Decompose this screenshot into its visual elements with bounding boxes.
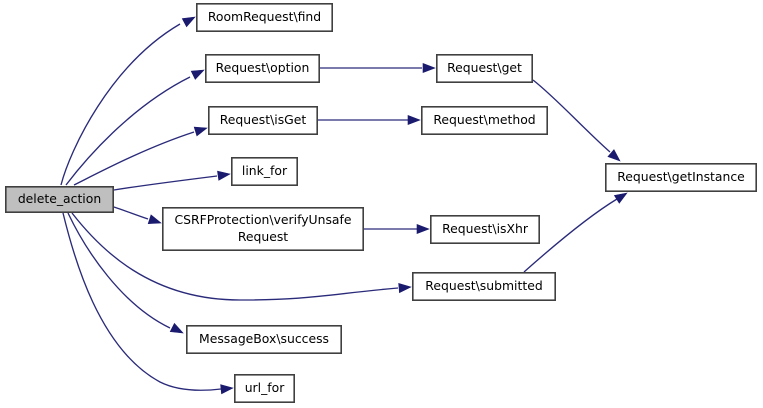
- graph-node-request_submitted[interactable]: Request\submitted: [411, 271, 556, 301]
- node-rect[interactable]: [205, 53, 321, 83]
- call-edge-csrf_verify_unsafe_request-to-request_isxhr: [364, 223, 430, 235]
- graph-node-request_option[interactable]: Request\option: [205, 53, 321, 83]
- call-edge-request_option-to-request_get: [320, 62, 436, 74]
- arrowhead-icon: [217, 170, 231, 181]
- arrowhead-icon: [220, 384, 234, 395]
- node-label: Request\get: [447, 60, 522, 75]
- graph-node-delete_action[interactable]: delete_action: [5, 186, 115, 214]
- node-label: Request\submitted: [425, 278, 542, 293]
- call-edge-delete_action-to-room_request_find: [60, 16, 196, 186]
- graph-node-room_request_find[interactable]: RoomRequest\find: [196, 2, 333, 32]
- arrowhead-icon: [613, 192, 628, 204]
- call-edge-delete_action-to-messagebox_success: [67, 212, 184, 334]
- node-label: Request\isGet: [220, 112, 307, 127]
- node-label: url_for: [245, 380, 286, 395]
- edge-line: [60, 23, 181, 186]
- node-rect[interactable]: [5, 186, 115, 214]
- edge-line: [113, 206, 149, 220]
- edge-line: [65, 76, 191, 186]
- edge-line: [62, 212, 222, 391]
- call-edge-request_submitted-to-request_getinstance: [523, 192, 628, 273]
- arrowhead-icon: [407, 114, 421, 126]
- arrowhead-icon: [147, 214, 162, 224]
- node-rect[interactable]: [435, 53, 533, 83]
- node-rect[interactable]: [604, 163, 757, 193]
- graph-node-request_isxhr[interactable]: Request\isXhr: [429, 215, 540, 245]
- node-rect[interactable]: [231, 157, 299, 187]
- node-label: MessageBox\success: [199, 331, 329, 346]
- edge-line: [523, 198, 618, 273]
- edge-line: [532, 79, 611, 153]
- graph-node-messagebox_success[interactable]: MessageBox\success: [186, 324, 342, 354]
- node-rect[interactable]: [429, 215, 540, 245]
- node-label: Request\method: [433, 112, 535, 127]
- node-rect[interactable]: [186, 324, 342, 354]
- node-rect[interactable]: [234, 373, 296, 403]
- edge-line: [71, 212, 399, 301]
- arrowhead-icon: [190, 69, 205, 80]
- graph-node-url_for[interactable]: url_for: [234, 373, 296, 403]
- arrowhead-icon: [422, 62, 436, 74]
- call-edge-delete_action-to-request_isget: [73, 126, 208, 186]
- arrowhead-icon: [416, 223, 430, 235]
- node-rect[interactable]: [208, 106, 319, 136]
- node-rect[interactable]: [420, 106, 548, 136]
- call-edge-delete_action-to-request_submitted: [71, 212, 412, 301]
- arrowhead-icon: [398, 283, 412, 294]
- node-label: link_for: [242, 163, 288, 178]
- node-rect[interactable]: [196, 2, 333, 32]
- graph-node-request_method[interactable]: Request\method: [420, 106, 548, 136]
- edge-line: [113, 175, 218, 191]
- arrowhead-icon: [193, 126, 208, 137]
- node-rect[interactable]: [162, 207, 364, 252]
- graph-node-link_for[interactable]: link_for: [231, 157, 299, 187]
- node-label: Request: [238, 229, 288, 244]
- node-rect[interactable]: [411, 271, 556, 301]
- graph-node-request_get[interactable]: Request\get: [435, 53, 533, 83]
- arrowhead-icon: [169, 322, 184, 334]
- call-edge-delete_action-to-csrf_verify_unsafe_request: [113, 206, 162, 224]
- edge-line: [73, 131, 195, 186]
- node-label: RoomRequest\find: [208, 9, 321, 24]
- edge-line: [67, 212, 171, 329]
- node-label: CSRFProtection\verifyUnsafe: [174, 212, 351, 227]
- edges-layer: [60, 16, 628, 395]
- call-edge-delete_action-to-link_for: [113, 170, 231, 191]
- call-edge-delete_action-to-request_option: [65, 69, 205, 186]
- call-edge-request_get-to-request_getinstance: [532, 79, 621, 162]
- graph-node-request_getinstance[interactable]: Request\getInstance: [604, 163, 757, 193]
- node-label: Request\getInstance: [617, 169, 745, 184]
- arrowhead-icon: [607, 149, 621, 162]
- node-label: Request\isXhr: [442, 221, 529, 236]
- call-edge-delete_action-to-url_for: [62, 212, 234, 395]
- call-edge-request_isget-to-request_method: [318, 114, 421, 126]
- graph-node-request_isget[interactable]: Request\isGet: [208, 106, 319, 136]
- node-label: delete_action: [18, 191, 101, 206]
- nodes-layer: delete_action RoomRequest\findRequest\opt…: [5, 2, 757, 403]
- node-label: Request\option: [216, 60, 310, 75]
- arrowhead-icon: [181, 16, 196, 28]
